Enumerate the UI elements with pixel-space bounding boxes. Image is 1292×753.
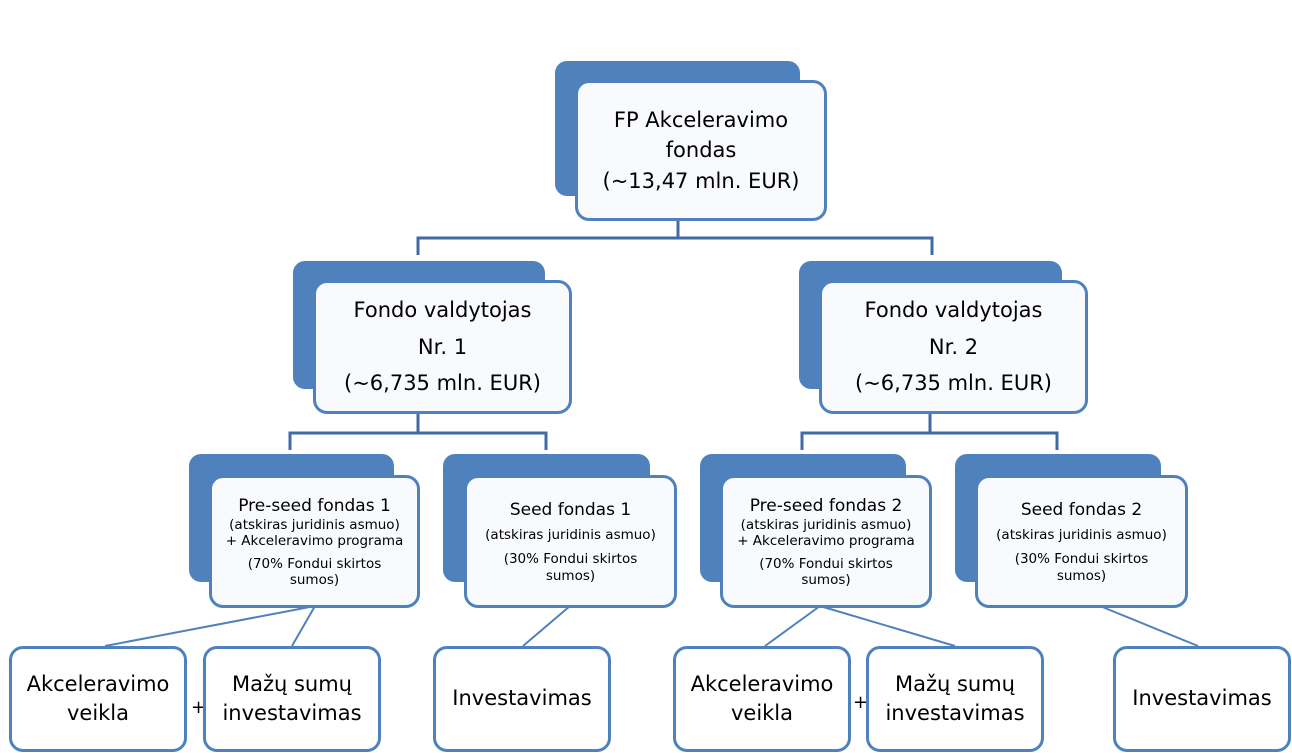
fund-3-node: Pre-seed fondas 2 (atskiras juridinis as… — [720, 475, 932, 608]
activity-5-line2: investavimas — [885, 701, 1025, 725]
fund-2-share-cont: sumos) — [545, 567, 596, 584]
fund-3-share-cont: sumos) — [801, 571, 851, 588]
fund-4-title: Seed fondas 2 — [1020, 500, 1143, 521]
fund-3-title: Pre-seed fondas 2 — [749, 496, 903, 517]
activity-5-node: Mažų sumų investavimas — [866, 646, 1044, 752]
connector-f4-inv — [1099, 605, 1199, 647]
activity-1-line2: veikla — [66, 701, 130, 725]
manager-1-node: Fondo valdytojas Nr. 1 (~6,735 mln. EUR) — [313, 280, 572, 414]
connector-managers-bar — [416, 236, 934, 255]
connector-f3-akc — [764, 605, 821, 647]
fund-1-entity: (atskiras juridinis asmuo) — [229, 517, 400, 534]
fund-3-program: + Akceleravimo programa — [737, 533, 915, 550]
manager-1-number: Nr. 1 — [417, 334, 468, 359]
fund-4-share: (30% Fondui skirtos — [1014, 551, 1149, 568]
manager-1-title: Fondo valdytojas — [353, 298, 532, 323]
connector-m1-bar — [288, 431, 548, 450]
connector-f1-akc — [104, 605, 316, 647]
root-title-line1: FP Akceleravimo — [613, 107, 789, 132]
activity-4-node: Akceleravimo veikla — [673, 646, 851, 752]
fund-3-share: (70% Fondui skirtos — [759, 555, 893, 572]
activity-3-line1: Investavimas — [452, 686, 592, 711]
manager-2-title: Fondo valdytojas — [864, 298, 1043, 323]
plus-sign-right: + — [853, 692, 869, 713]
fund-2-entity: (atskiras juridinis asmuo) — [485, 527, 656, 544]
activity-6-node: Investavimas — [1113, 646, 1291, 752]
manager-2-node: Fondo valdytojas Nr. 2 (~6,735 mln. EUR) — [819, 280, 1088, 414]
fund-4-node: Seed fondas 2 (atskiras juridinis asmuo)… — [975, 475, 1188, 608]
activity-2-line2: investavimas — [222, 701, 362, 725]
fund-1-program: + Akceleravimo programa — [225, 533, 404, 550]
fund-1-share: (70% Fondui skirtos — [247, 555, 382, 572]
root-title-line2: fondas — [665, 138, 737, 163]
activity-6-line1: Investavimas — [1132, 686, 1272, 711]
activity-4-line2: veikla — [730, 701, 794, 725]
fund-1-title: Pre-seed fondas 1 — [238, 496, 391, 517]
fund-4-share-cont: sumos) — [1056, 567, 1107, 584]
activity-2-node: Mažų sumų investavimas — [203, 646, 381, 752]
fund-1-node: Pre-seed fondas 1 (atskiras juridinis as… — [209, 475, 420, 608]
activity-2-line1: Mažų sumų — [231, 671, 352, 696]
activity-3-node: Investavimas — [433, 646, 611, 752]
connector-f1-maz — [291, 605, 316, 647]
connector-f3-maz — [819, 605, 956, 647]
manager-1-amount: (~6,735 mln. EUR) — [344, 371, 541, 396]
fund-1-share-cont: sumos) — [289, 571, 340, 588]
manager-2-amount: (~6,735 mln. EUR) — [855, 371, 1052, 396]
manager-2-number: Nr. 2 — [928, 334, 979, 359]
root-amount: (~13,47 mln. EUR) — [602, 168, 800, 193]
fund-4-entity: (atskiras juridinis asmuo) — [996, 527, 1167, 544]
connector-f2-inv — [522, 605, 571, 647]
fund-3-entity: (atskiras juridinis asmuo) — [740, 517, 912, 534]
fund-2-node: Seed fondas 1 (atskiras juridinis asmuo)… — [464, 475, 677, 608]
activity-5-line1: Mažų sumų — [894, 671, 1015, 696]
fund-2-share: (30% Fondui skirtos — [503, 551, 638, 568]
connector-m2-bar — [800, 431, 1059, 450]
activity-1-line1: Akceleravimo — [26, 671, 170, 696]
root-node: FP Akceleravimo fondas (~13,47 mln. EUR) — [575, 80, 827, 221]
activity-1-node: Akceleravimo veikla — [9, 646, 187, 752]
activity-4-line1: Akceleravimo — [690, 671, 834, 696]
plus-sign-left: + — [191, 697, 207, 718]
fund-2-title: Seed fondas 1 — [509, 500, 632, 521]
